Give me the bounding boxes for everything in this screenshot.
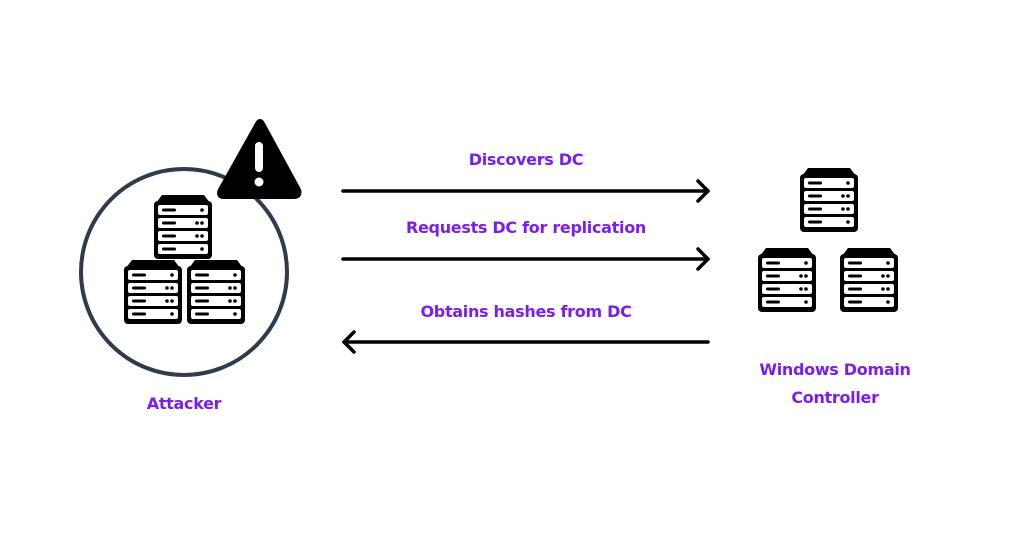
edge-label-discovers-dc: Discovers DC	[468, 150, 584, 169]
attacker-server-stack-icon	[124, 195, 245, 324]
warning-triangle-icon	[217, 119, 302, 199]
edge-label-obtains-hashes: Obtains hashes from DC	[420, 302, 632, 321]
arrow-discovers-dc	[341, 179, 710, 203]
arrow-requests-replication	[341, 247, 710, 271]
arrow-obtains-hashes	[342, 330, 710, 354]
attacker-label: Attacker	[146, 394, 222, 413]
dc-server-stack-icon	[758, 168, 898, 312]
attacker-circle	[79, 167, 289, 377]
dc-label-line1: Windows Domain	[759, 360, 911, 379]
edge-label-requests-replication: Requests DC for replication	[405, 218, 646, 237]
dc-label-line2: Controller	[791, 388, 879, 407]
